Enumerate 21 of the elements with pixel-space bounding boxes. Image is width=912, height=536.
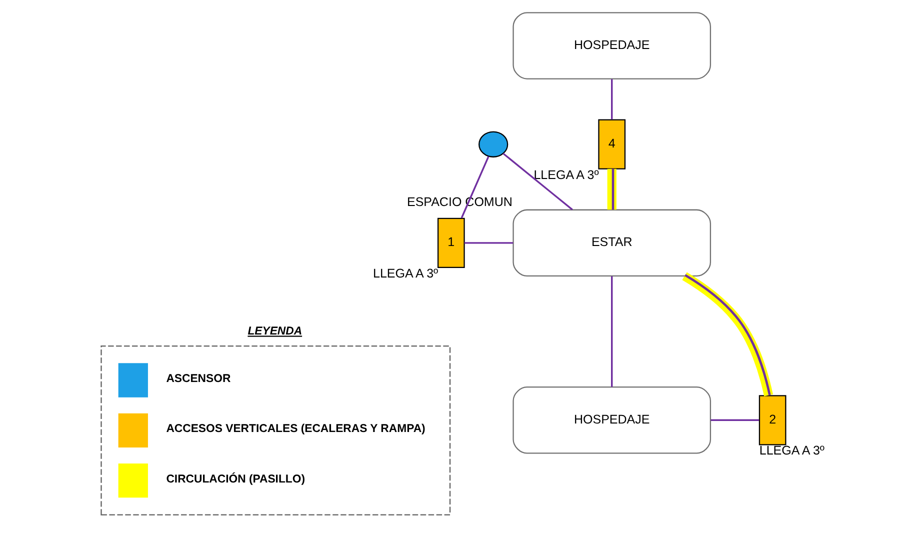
node-label: LLEGA A 3º <box>534 168 599 182</box>
connector <box>607 168 616 210</box>
label: LEYENDA <box>248 326 302 338</box>
node-box: 2 <box>758 395 786 446</box>
node-box: HOSPEDAJE <box>512 12 712 80</box>
node-label: LLEGA A 3º <box>759 444 825 458</box>
legend-label: ACCESOS VERTICALES (ECALERAS Y RAMPA) <box>166 423 426 436</box>
legend-label: CIRCULACIÓN (PASILLO) <box>166 473 306 486</box>
node-box: 4 <box>598 119 626 170</box>
connector <box>682 272 774 396</box>
node-box: 1 <box>437 218 465 268</box>
legend-label: ASCENSOR <box>166 372 231 385</box>
connector <box>710 419 760 422</box>
connector <box>464 242 514 244</box>
node-label: LLEGA A 3º <box>373 266 438 280</box>
node-circle <box>478 131 508 158</box>
node-box: HOSPEDAJE <box>512 386 712 454</box>
connector <box>611 79 613 120</box>
node-box: ESTAR <box>512 209 712 277</box>
connector <box>502 152 573 210</box>
connector <box>611 276 613 387</box>
